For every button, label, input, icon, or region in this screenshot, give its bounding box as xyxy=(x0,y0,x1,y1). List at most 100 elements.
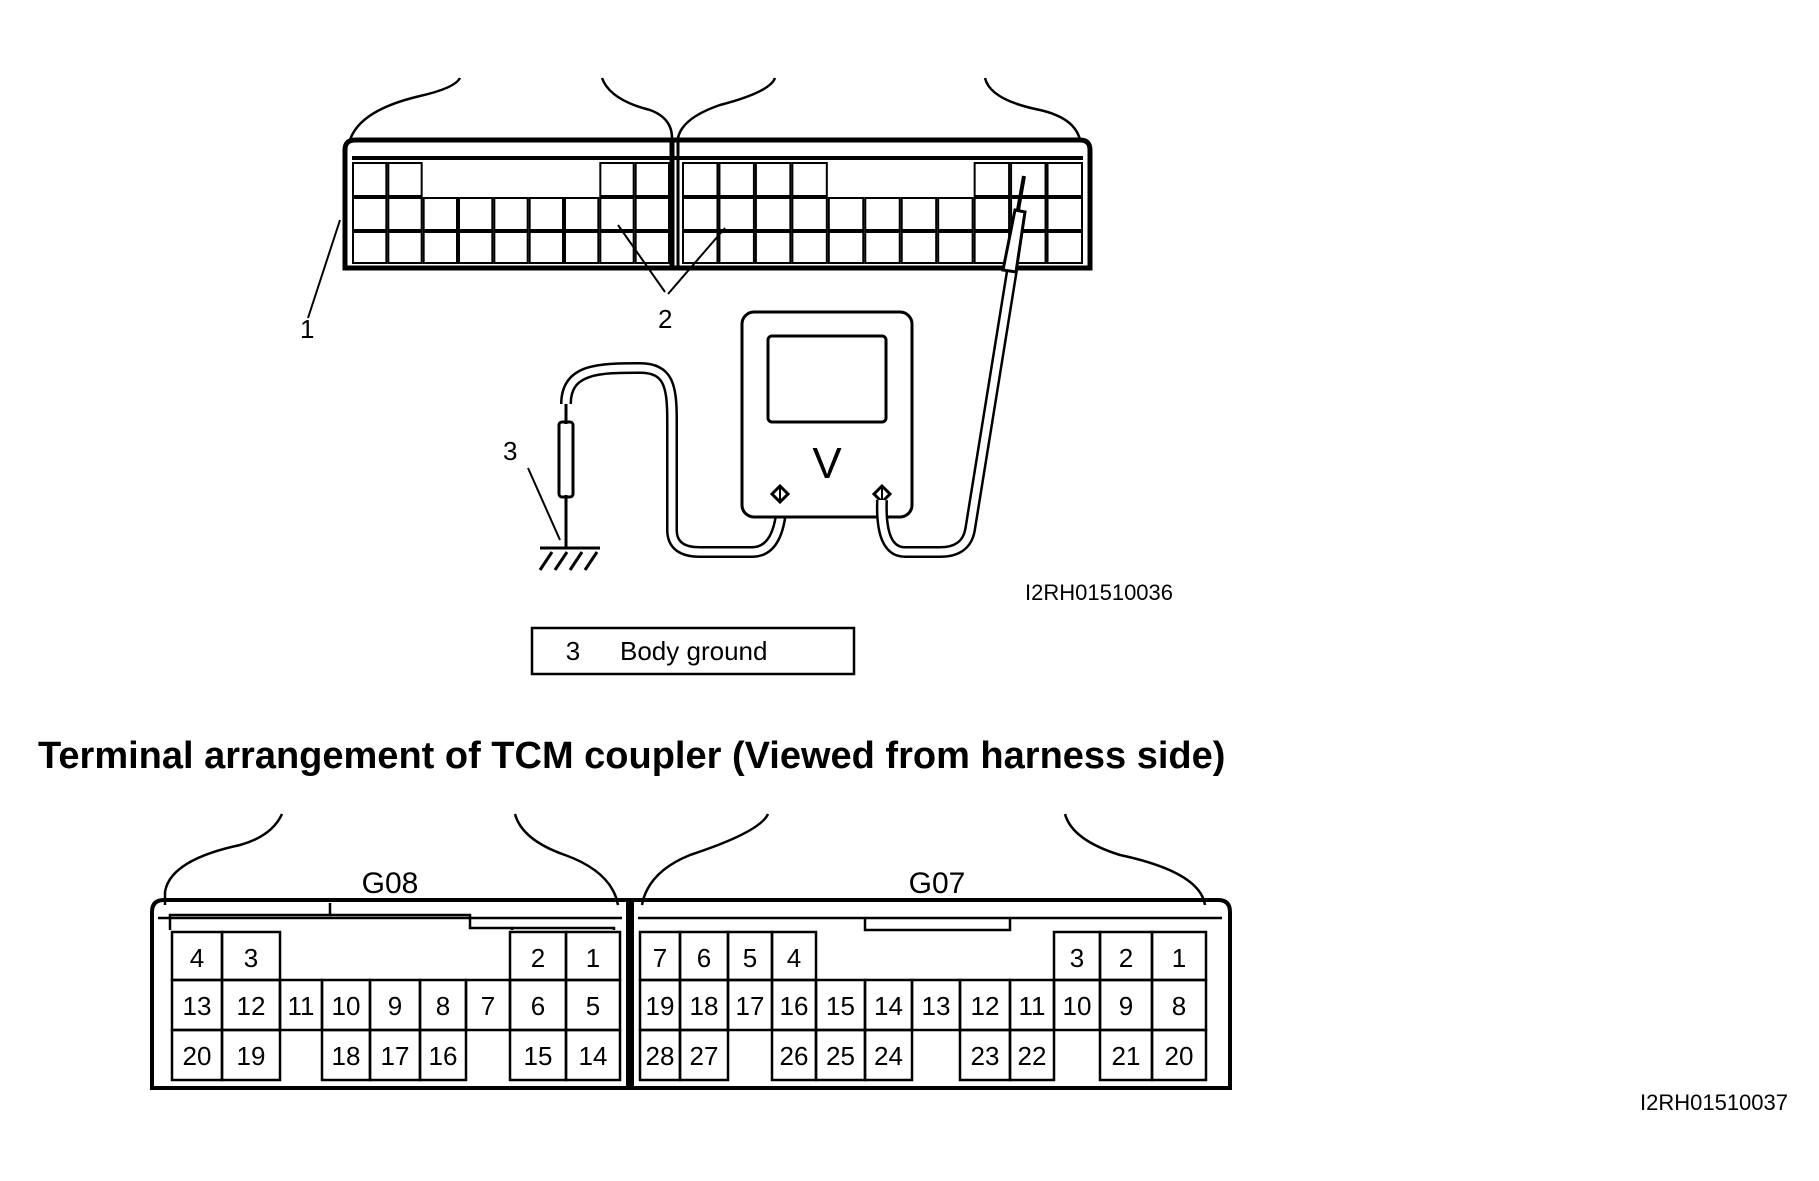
terminal-cavity xyxy=(900,231,938,264)
terminal-cavity xyxy=(718,231,755,264)
terminal-cavity xyxy=(1046,231,1083,264)
terminal-number: 5 xyxy=(743,943,757,973)
terminal-number: 4 xyxy=(787,943,801,973)
bottom-figure xyxy=(150,813,1232,1090)
g08-housing xyxy=(150,898,630,1090)
terminal-cavity xyxy=(864,197,901,231)
terminal-cavity xyxy=(682,162,719,197)
terminal-number: 13 xyxy=(183,991,212,1021)
terminal-number: 12 xyxy=(971,991,1000,1021)
terminal-cavity xyxy=(827,197,865,231)
terminal-cavity xyxy=(973,162,1011,197)
terminal-cavity xyxy=(599,162,635,197)
g07-housing xyxy=(630,898,1232,1090)
terminal-number: 28 xyxy=(646,1041,675,1071)
terminal-cavity xyxy=(754,231,792,264)
terminal-cavity xyxy=(973,197,1011,231)
terminal-cell xyxy=(1008,1028,1056,1082)
terminal-number: 5 xyxy=(586,991,600,1021)
terminal-number: 11 xyxy=(288,991,315,1021)
terminal-number: 1 xyxy=(586,943,600,973)
terminal-number: 3 xyxy=(244,943,258,973)
legend-number: 3 xyxy=(566,636,580,666)
terminal-number: 1 xyxy=(1172,943,1186,973)
terminal-cavity xyxy=(634,197,671,231)
section-title: Terminal arrangement of TCM coupler (Vie… xyxy=(38,735,1225,777)
terminal-cavity xyxy=(458,231,494,264)
terminal-cavity xyxy=(791,231,828,264)
terminal-number: 7 xyxy=(481,991,495,1021)
voltmeter-display xyxy=(766,334,888,424)
terminal-number: 15 xyxy=(524,1041,553,1071)
terminal-number: 18 xyxy=(332,1041,361,1071)
callout-2: 2 xyxy=(658,304,672,334)
terminal-number: 15 xyxy=(826,991,855,1021)
terminal-number: 20 xyxy=(1165,1041,1194,1071)
terminal-cavity xyxy=(634,162,671,197)
terminal-cavity xyxy=(754,162,792,197)
terminal-cell xyxy=(220,1028,282,1082)
figure-code-bottom: I2RH01510037 xyxy=(1640,1090,1788,1115)
terminal-number: 3 xyxy=(1070,943,1084,973)
terminal-cavity xyxy=(791,162,828,197)
terminal-number: 17 xyxy=(381,1041,410,1071)
terminal-cavity xyxy=(599,231,635,264)
ecm-connector-housing xyxy=(342,137,1093,271)
terminal-cavity xyxy=(352,162,388,197)
g08-terminal-grid xyxy=(170,930,622,1082)
terminal-number: 21 xyxy=(1112,1041,1141,1071)
callout-1: 1 xyxy=(300,314,314,344)
ground-probe xyxy=(557,404,575,548)
g07-terminal-grid xyxy=(638,930,1208,1082)
terminal-cavity xyxy=(864,231,901,264)
terminal-number: 9 xyxy=(1119,991,1133,1021)
leader-line-2b xyxy=(667,227,726,295)
terminal-cavity xyxy=(352,197,388,231)
terminal-cavity xyxy=(634,231,671,264)
terminal-cavity xyxy=(458,197,494,231)
g08-label: G08 xyxy=(362,867,419,900)
terminal-cavity xyxy=(422,197,458,231)
terminal-number: 20 xyxy=(183,1041,212,1071)
terminal-cavity xyxy=(387,162,423,197)
callout-3: 3 xyxy=(503,436,517,466)
terminal-number: 14 xyxy=(579,1041,608,1071)
g07-label: G07 xyxy=(909,867,966,900)
terminal-cell xyxy=(1150,1028,1208,1082)
harness-wire xyxy=(600,77,674,139)
terminal-number: 23 xyxy=(971,1041,1000,1071)
terminal-number: 18 xyxy=(690,991,719,1021)
terminal-cavity xyxy=(528,197,565,231)
terminal-number: 16 xyxy=(780,991,809,1021)
top-figure xyxy=(307,77,1093,571)
terminal-number: 8 xyxy=(436,991,450,1021)
terminal-cavity xyxy=(827,231,865,264)
terminal-number: 17 xyxy=(736,991,765,1021)
terminal-number: 19 xyxy=(237,1041,266,1071)
terminal-cavity xyxy=(682,231,719,264)
terminal-number: 11 xyxy=(1019,991,1046,1021)
terminal-cavity xyxy=(1010,197,1047,231)
terminal-cavity xyxy=(599,197,635,231)
harness-wire xyxy=(348,77,462,141)
terminal-cavity xyxy=(937,197,974,231)
com-jack xyxy=(769,483,791,505)
terminal-number: 19 xyxy=(646,991,675,1021)
terminal-cavity xyxy=(352,231,388,264)
terminal-number: 26 xyxy=(780,1041,809,1071)
legend-text: Body ground xyxy=(620,636,767,666)
terminal-number: 16 xyxy=(429,1041,458,1071)
terminal-cavity xyxy=(422,231,458,264)
terminal-number: 9 xyxy=(388,991,402,1021)
terminal-number: 24 xyxy=(874,1041,903,1071)
terminal-number: 8 xyxy=(1172,991,1186,1021)
leader-line-1 xyxy=(307,219,341,319)
terminal-cavity xyxy=(564,197,600,231)
terminal-number: 27 xyxy=(690,1041,719,1071)
terminal-number: 25 xyxy=(826,1041,855,1071)
harness-wire xyxy=(983,77,1082,141)
terminal-number: 12 xyxy=(237,991,266,1021)
terminal-cavity xyxy=(754,197,792,231)
